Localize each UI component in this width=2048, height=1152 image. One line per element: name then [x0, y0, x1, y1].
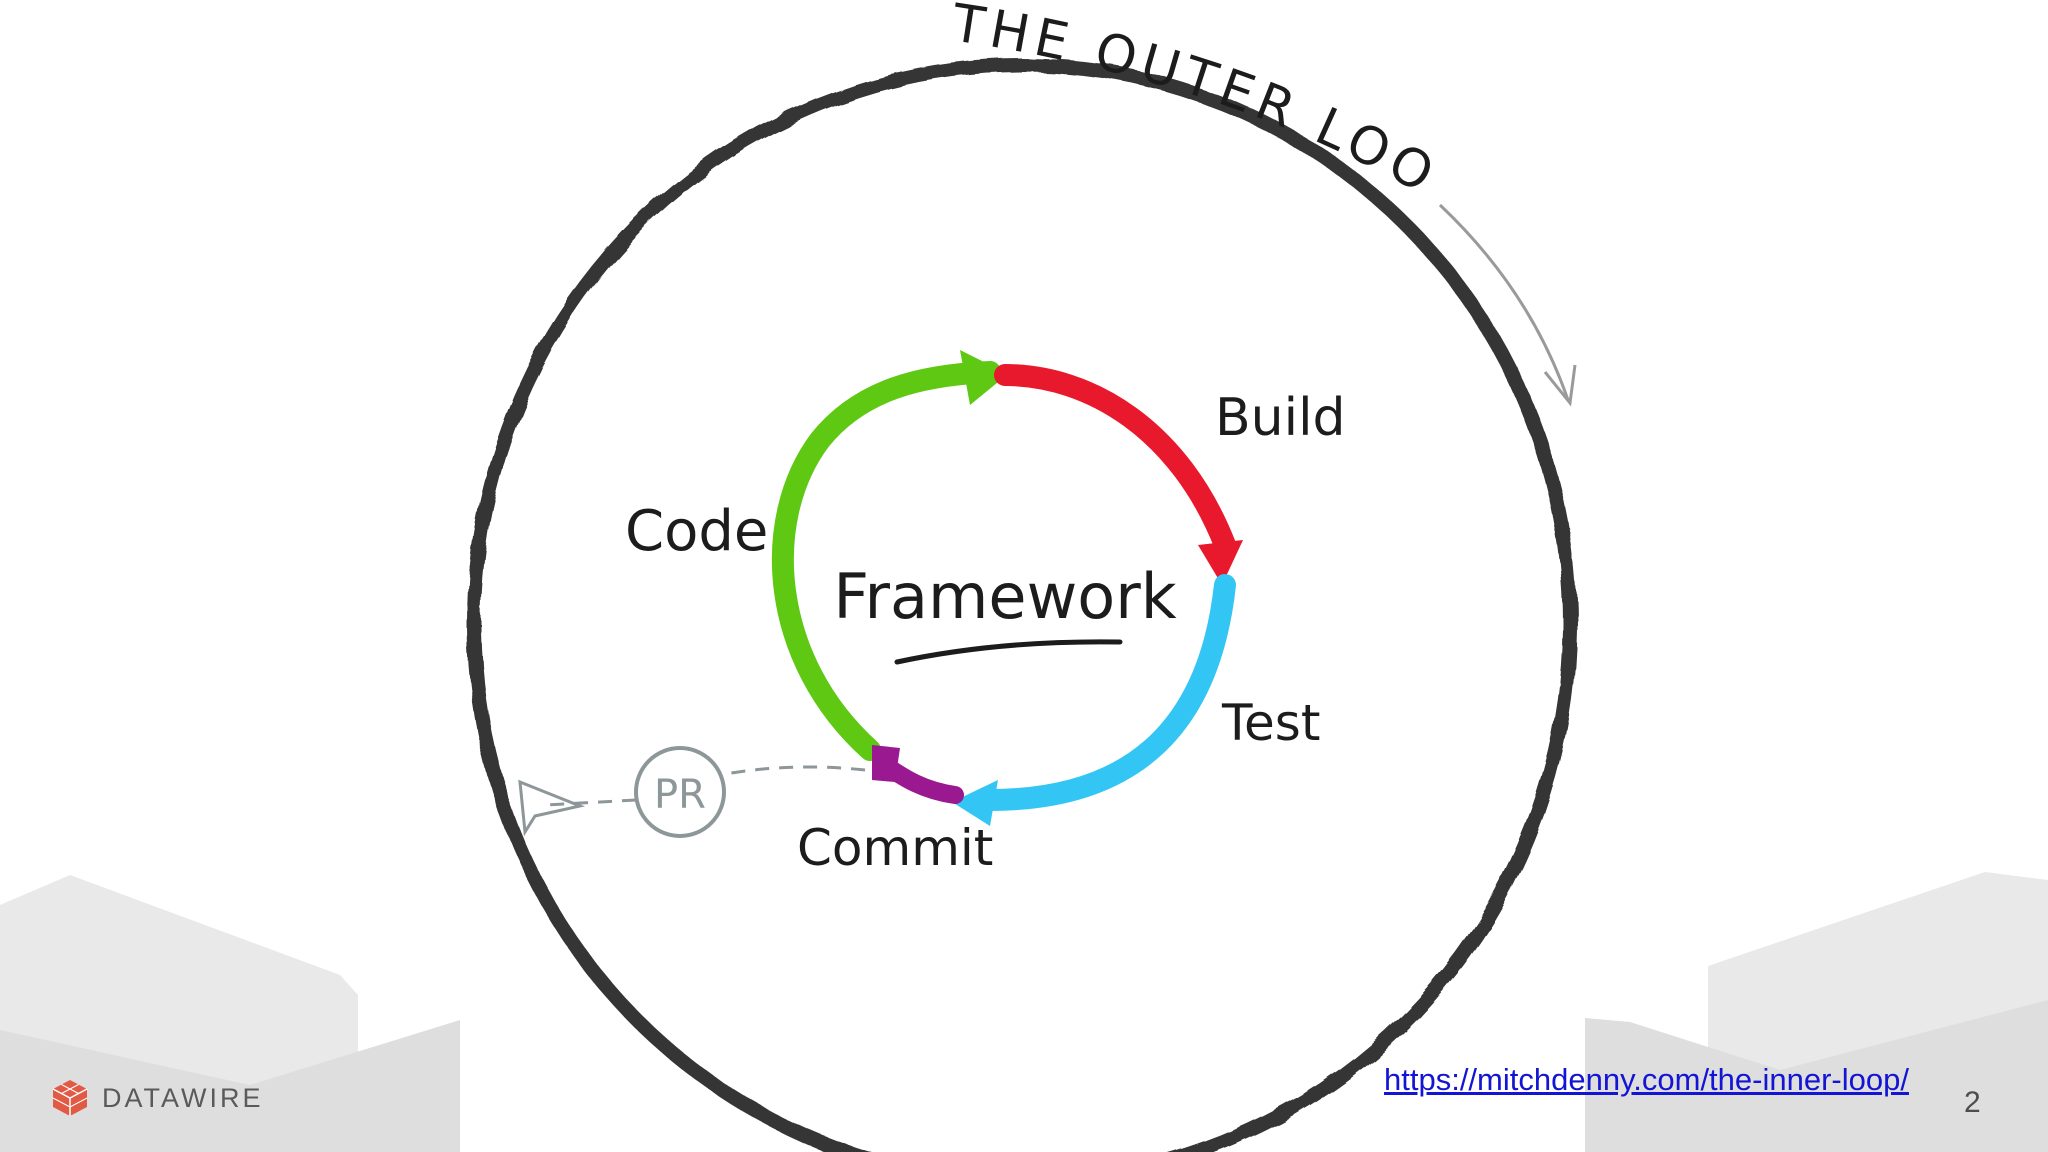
outer-loop-label: THE OUTER LOOP: [0, 0, 1448, 208]
stage-label-commit: Commit: [797, 819, 993, 877]
commit-arrow-head: [872, 745, 900, 782]
code-arrow-head: [960, 350, 1008, 405]
datawire-logo-text: DATAWIRE: [102, 1082, 264, 1113]
background-block-left-front: [0, 1020, 460, 1152]
framework-label: Framework: [833, 560, 1176, 633]
stage-label-build: Build: [1215, 388, 1346, 448]
datawire-logo: DATAWIRE: [50, 1078, 264, 1118]
build-arc: [994, 364, 1236, 556]
datawire-logo-icon: [52, 1080, 88, 1116]
outer-loop-ring: [467, 58, 1577, 1152]
build-arrow-head: [1198, 540, 1243, 585]
pr-arrow-head: [518, 779, 586, 837]
test-arrow-head: [952, 780, 998, 826]
pr-label: PR: [654, 772, 706, 818]
outer-loop-arrow-head: [1543, 364, 1577, 407]
pr-dashed-line: [719, 765, 866, 777]
pr-circle: [634, 746, 726, 838]
stage-label-test: Test: [1221, 694, 1320, 752]
framework-underline: [894, 639, 1123, 665]
stage-label-code: Code: [625, 499, 768, 564]
background-block-right-front: [1585, 1000, 2048, 1152]
source-link[interactable]: https://mitchdenny.com/the-inner-loop/: [1384, 1062, 1909, 1097]
page-number: 2: [1964, 1086, 1981, 1119]
code-arc: [771, 361, 1001, 761]
outer-loop-arrow: [1438, 203, 1570, 401]
pr-dashed-line-outer: [544, 798, 637, 807]
test-arc: [979, 574, 1236, 811]
